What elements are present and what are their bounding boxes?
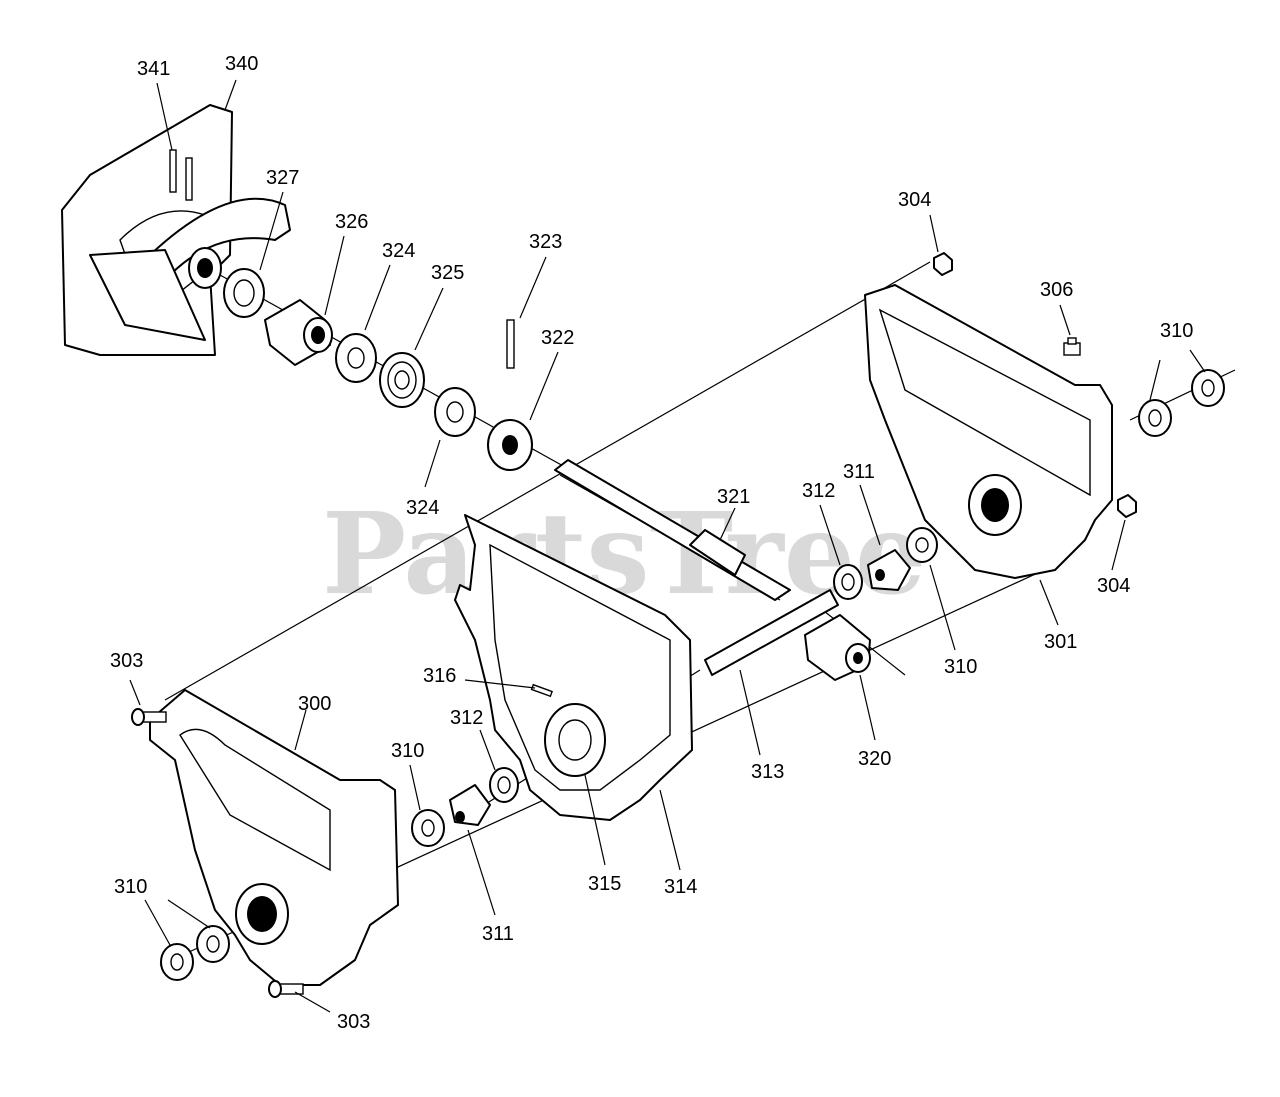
callout-341: 341 <box>137 58 170 80</box>
part-301-gear-case-right <box>864 284 1113 579</box>
part-316-key <box>530 683 553 698</box>
part-321-worm-shaft <box>554 459 791 601</box>
callout-340: 340 <box>225 53 258 75</box>
callout-312-upper: 312 <box>802 480 835 502</box>
part-325-thrust-bearing <box>379 352 425 408</box>
part-310-washer-inner <box>906 527 938 563</box>
part-340-chute-bracket <box>61 104 291 356</box>
part-314-gasket <box>454 514 693 821</box>
callout-303-lower: 303 <box>337 1011 370 1033</box>
callout-303-upper: 303 <box>110 650 143 672</box>
part-303-bolt-lower <box>268 980 304 998</box>
part-300-gear-case-left <box>149 689 399 986</box>
callout-310-mid: 310 <box>391 740 424 762</box>
callout-324-lower: 324 <box>406 497 439 519</box>
callout-323: 323 <box>529 231 562 253</box>
part-315-gear <box>544 703 606 777</box>
callout-310-inner: 310 <box>944 656 977 678</box>
part-306-grease-fitting <box>1063 337 1081 356</box>
callout-labels: 341 340 327 326 324 325 323 322 324 304 … <box>110 53 1193 1033</box>
callout-310-left: 310 <box>114 876 147 898</box>
callout-324-upper: 324 <box>382 240 415 262</box>
callout-304-lower: 304 <box>1097 575 1130 597</box>
part-327-bushing <box>223 268 265 318</box>
callout-311-lower: 311 <box>482 923 514 945</box>
callout-320: 320 <box>858 748 891 770</box>
callout-327: 327 <box>266 167 299 189</box>
part-310-washer-right-a <box>1138 399 1172 437</box>
part-324-washer-lower <box>434 387 476 437</box>
callout-315: 315 <box>588 873 621 895</box>
part-326-bearing <box>264 299 333 366</box>
part-323-pin <box>506 319 515 369</box>
part-303-bolt-upper <box>131 708 167 726</box>
callout-321: 321 <box>717 486 750 508</box>
part-304-nut-upper <box>933 252 953 276</box>
callout-313: 313 <box>751 761 784 783</box>
leader-lines <box>129 79 1206 1013</box>
callout-326: 326 <box>335 211 368 233</box>
callout-306: 306 <box>1040 279 1073 301</box>
part-310-washer-left-b <box>196 925 230 963</box>
callout-325: 325 <box>431 262 464 284</box>
callout-300: 300 <box>298 693 331 715</box>
part-322-collar <box>487 419 533 471</box>
callout-304-upper: 304 <box>898 189 931 211</box>
part-311-bushing-upper <box>867 549 911 591</box>
callout-322: 322 <box>541 327 574 349</box>
part-313-shaft <box>704 589 839 676</box>
part-324-washer-upper <box>335 333 377 383</box>
part-311-bushing-lower <box>449 784 491 826</box>
part-312-washer-lower <box>489 767 519 803</box>
callout-311-upper: 311 <box>843 461 875 483</box>
part-312-washer-upper <box>833 564 863 600</box>
callout-312-lower: 312 <box>450 707 483 729</box>
part-310-washer-right-b <box>1191 369 1225 407</box>
callout-316: 316 <box>423 665 456 687</box>
part-310-washer-left-a <box>160 943 194 981</box>
part-310-washer-mid <box>411 809 445 847</box>
callout-314: 314 <box>664 876 697 898</box>
part-320-coupling <box>804 614 871 681</box>
callout-301: 301 <box>1044 631 1077 653</box>
callout-310-right: 310 <box>1160 320 1193 342</box>
part-304-nut-lower <box>1117 494 1137 518</box>
